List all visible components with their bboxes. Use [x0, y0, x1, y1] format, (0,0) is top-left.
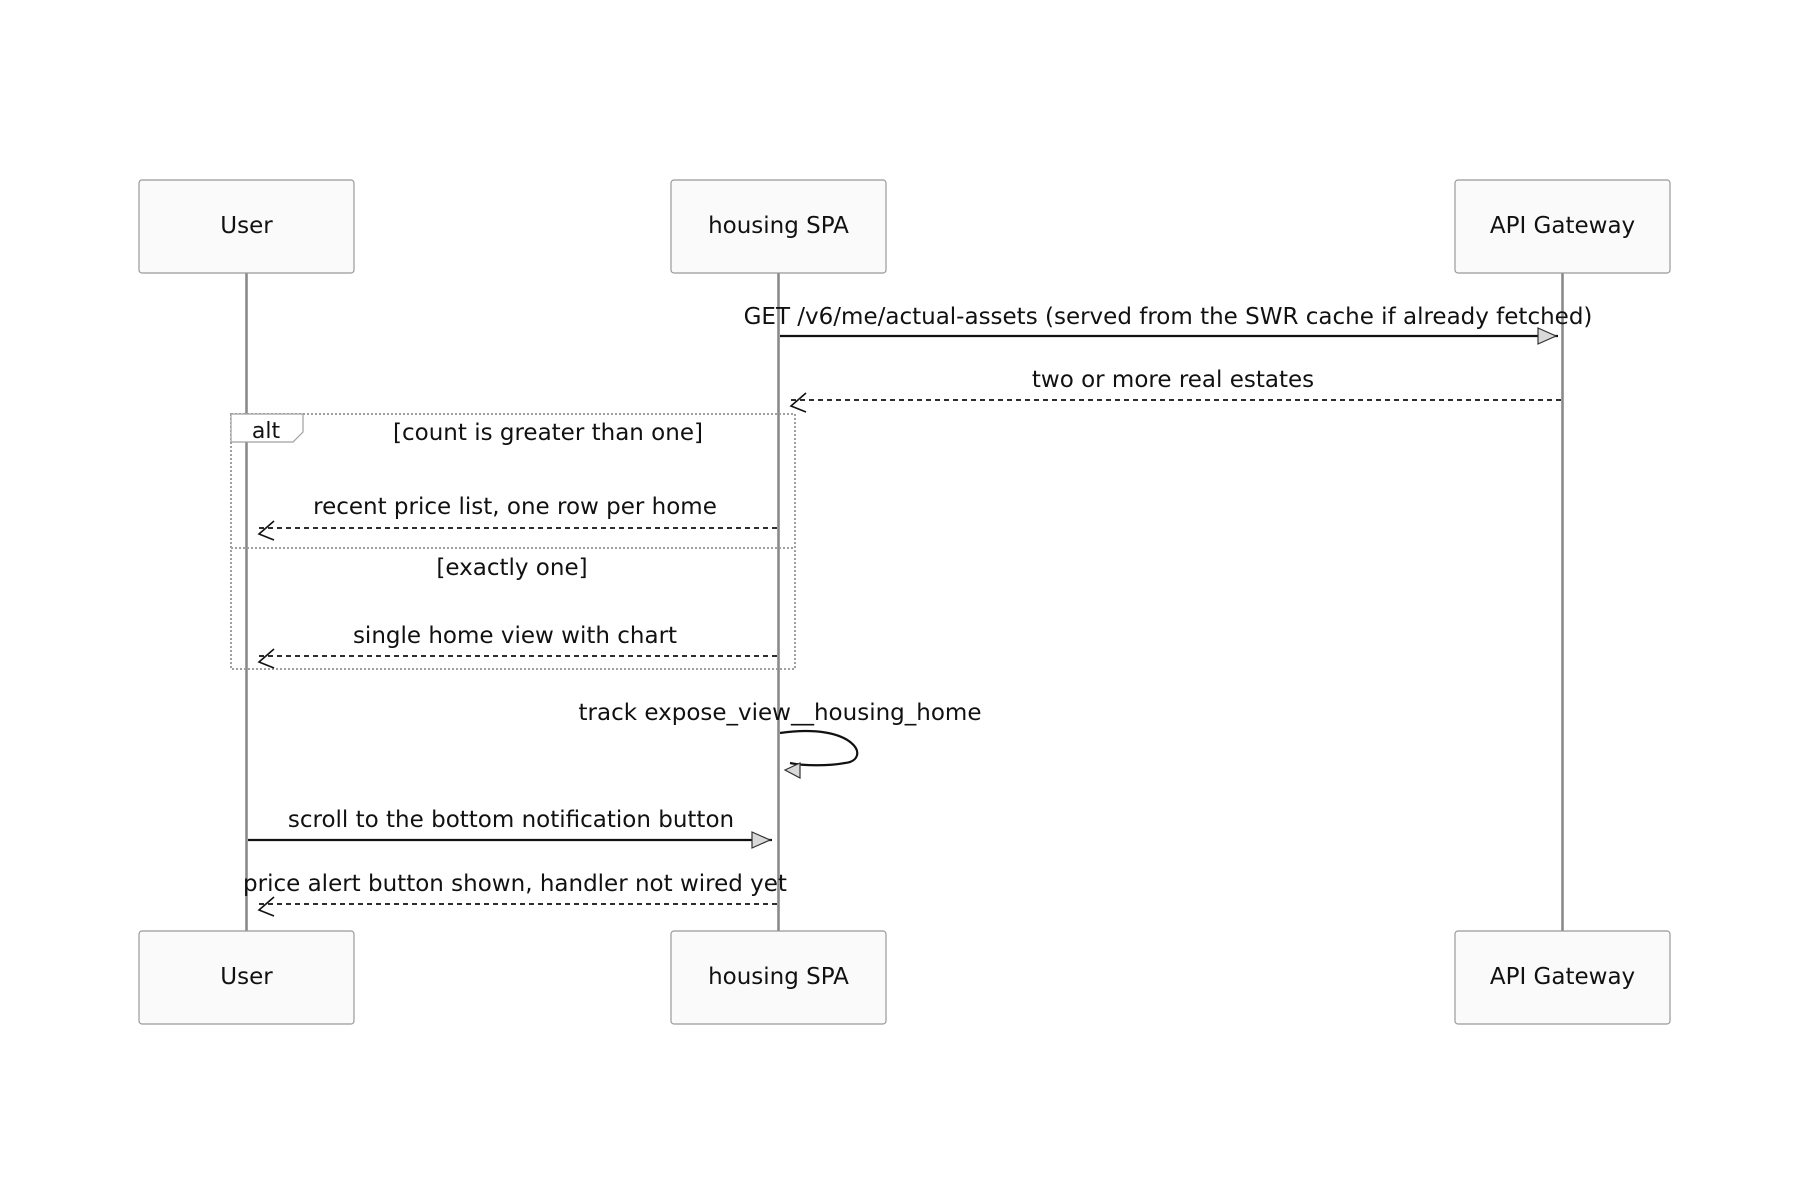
participant-bottom-api-gateway: API Gateway: [1454, 930, 1671, 1025]
participant-top-api-gateway: API Gateway: [1454, 179, 1671, 274]
participant-label: User: [220, 964, 273, 990]
alt-condition-label: [exactly one]: [436, 555, 587, 581]
participant-label: User: [220, 213, 273, 239]
message-label: track expose_view__housing_home: [579, 700, 982, 726]
message-two-or-more-real-estates: two or more real estates: [789, 367, 1561, 413]
alt-frame: alt [count is greater than one] [exactly…: [230, 413, 796, 670]
arrowhead-open: [789, 392, 807, 413]
participant-label: housing SPA: [708, 213, 849, 239]
message-label: recent price list, one row per home: [313, 494, 717, 520]
message-get-actual-assets: GET /v6/me/actual-assets (served from th…: [744, 304, 1593, 345]
participant-label: housing SPA: [708, 964, 849, 990]
message-label: price alert button shown, handler not wi…: [243, 871, 787, 897]
message-label: single home view with chart: [353, 623, 677, 649]
arrowhead-filled: [783, 762, 801, 779]
message-label: GET /v6/me/actual-assets (served from th…: [744, 304, 1593, 330]
participant-top-housing-spa: housing SPA: [670, 179, 887, 274]
alt-frame-border: [230, 413, 796, 670]
arrowhead-open: [257, 648, 275, 669]
message-label: two or more real estates: [1032, 367, 1314, 393]
message-price-alert-button-shown: price alert button shown, handler not wi…: [243, 871, 787, 917]
message-track-expose-view: track expose_view__housing_home: [579, 700, 982, 779]
participant-label: API Gateway: [1490, 964, 1635, 990]
participant-bottom-housing-spa: housing SPA: [670, 930, 887, 1025]
message-label: scroll to the bottom notification button: [288, 807, 734, 833]
message-scroll-to-notification-button: scroll to the bottom notification button: [248, 807, 772, 849]
arrowhead-filled: [1537, 327, 1558, 345]
arrowhead-filled: [751, 831, 772, 849]
self-call-loop: [779, 729, 859, 767]
participant-bottom-user: User: [138, 930, 355, 1025]
alt-frame-tab: [230, 413, 304, 443]
participant-label: API Gateway: [1490, 213, 1635, 239]
alt-frame-kind-label: alt: [252, 419, 281, 444]
participant-top-user: User: [138, 179, 355, 274]
alt-condition-label: [count is greater than one]: [393, 420, 703, 446]
arrowhead-open: [257, 896, 275, 917]
message-single-home-view: single home view with chart: [257, 623, 777, 669]
arrowhead-open: [257, 520, 275, 541]
message-recent-price-list: recent price list, one row per home: [257, 494, 777, 541]
